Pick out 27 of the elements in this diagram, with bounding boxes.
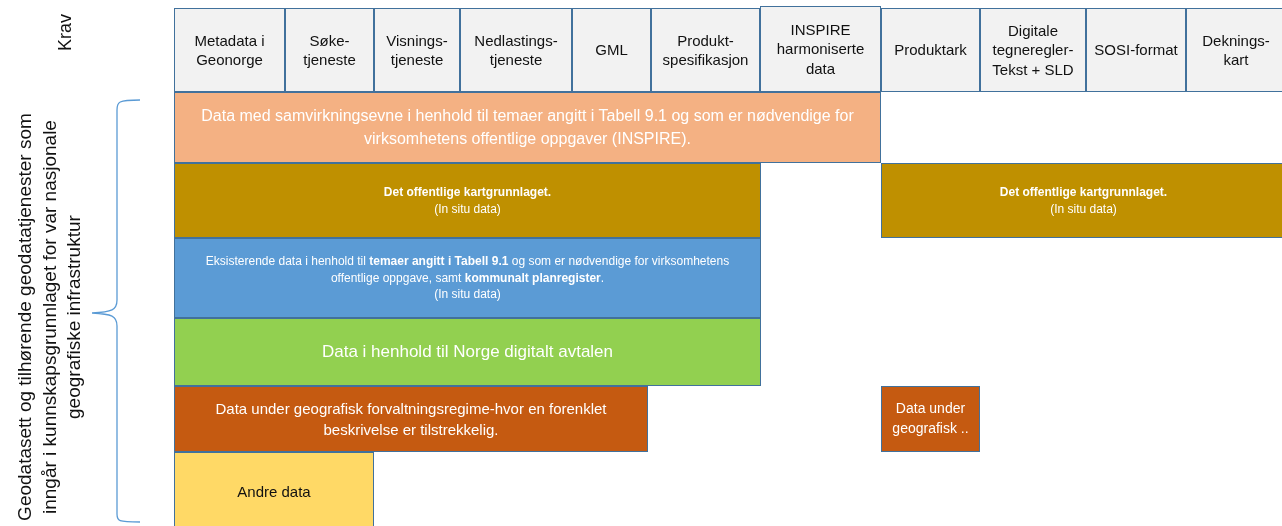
category-bar (174, 238, 761, 318)
header-cell: Visnings-tjeneste (374, 8, 460, 92)
header-cell: GML (572, 8, 651, 92)
header-cell: Søke-tjeneste (285, 8, 374, 92)
side-title: Geodatasett og tilhørende geodatatjenester som inngår i kunnskapsgrunnlaget for var nasjonale geografiske infrastruktur (12, 112, 86, 523)
header-cell: SOSI-format (1086, 8, 1186, 92)
header-cell: INSPIRE harmoniserte data (760, 6, 881, 92)
category-bar: Data under geografisk .. (881, 386, 980, 452)
bar-text: Det offentlige kartgrunnlaget. (383, 183, 552, 201)
category-bar (881, 163, 1282, 238)
category-bar: Andre data (174, 452, 374, 526)
bar-note: (In situ data) (434, 200, 501, 218)
header-cell: Metadata i Geonorge (174, 8, 285, 92)
category-bar: Data i henhold til Norge digitalt avtalen (174, 318, 761, 386)
header-cell: Digitale tegneregler-Tekst + SLD (980, 8, 1086, 92)
header-cell: Produktark (881, 8, 980, 92)
category-bar: Data under geografisk forvaltningsregime-hvor en forenklet beskrivelse er tilstrekkelig. (174, 386, 648, 452)
header-cell: Nedlastings-tjeneste (460, 8, 572, 92)
category-bar (174, 163, 761, 238)
bar-note: (In situ data) (434, 286, 501, 304)
bar-text: Eksisterende data i henhold til temaer angitt i Tabell 9.1 og som er nødvendige for virksomhetens offentlige oppgave, samt kommunalt planregister. (204, 252, 731, 287)
axis-title: Krav (54, 13, 76, 53)
category-bar: Data med samvirkningsevne i henhold til temaer angitt i Tabell 9.1 og som er nødvendige for virksomhetens offentlige oppgaver (INSPIRE). (174, 92, 881, 163)
header-cell: Produkt-spesifikasjon (651, 8, 760, 92)
header-cell: Deknings-kart (1186, 8, 1282, 92)
bar-note: (In situ data) (1050, 200, 1117, 218)
bar-text: Det offentlige kartgrunnlaget. (999, 183, 1168, 201)
